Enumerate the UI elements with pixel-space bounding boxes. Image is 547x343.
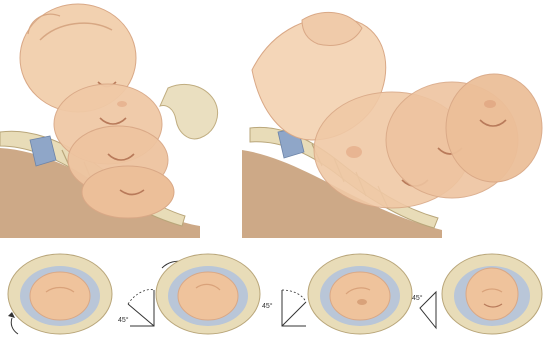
pelvis-view-2 (156, 254, 260, 334)
angle-label-2: 45° (262, 302, 273, 310)
sagittal-view-descent (0, 0, 240, 238)
pelvis-view-3 (308, 254, 412, 334)
angle-label-1: 45° (118, 316, 129, 324)
angle-diagram-3: 45° (412, 292, 436, 328)
angle-diagram-1: 45° (118, 290, 154, 326)
angle-label-3: 45° (412, 294, 423, 302)
sagittal-view-delivery (242, 0, 547, 238)
pelvic-inlet-sequence: 45° 45° 45° (0, 248, 547, 343)
pubic-bone (160, 84, 218, 138)
rotation-arrow-1 (11, 318, 18, 334)
fetal-head-position-3 (446, 74, 542, 182)
fetal-head-position-4 (82, 166, 174, 218)
pelvis-view-1 (8, 254, 112, 334)
angle-diagram-2: 45° (262, 290, 306, 326)
pelvis-view-4 (442, 254, 542, 334)
